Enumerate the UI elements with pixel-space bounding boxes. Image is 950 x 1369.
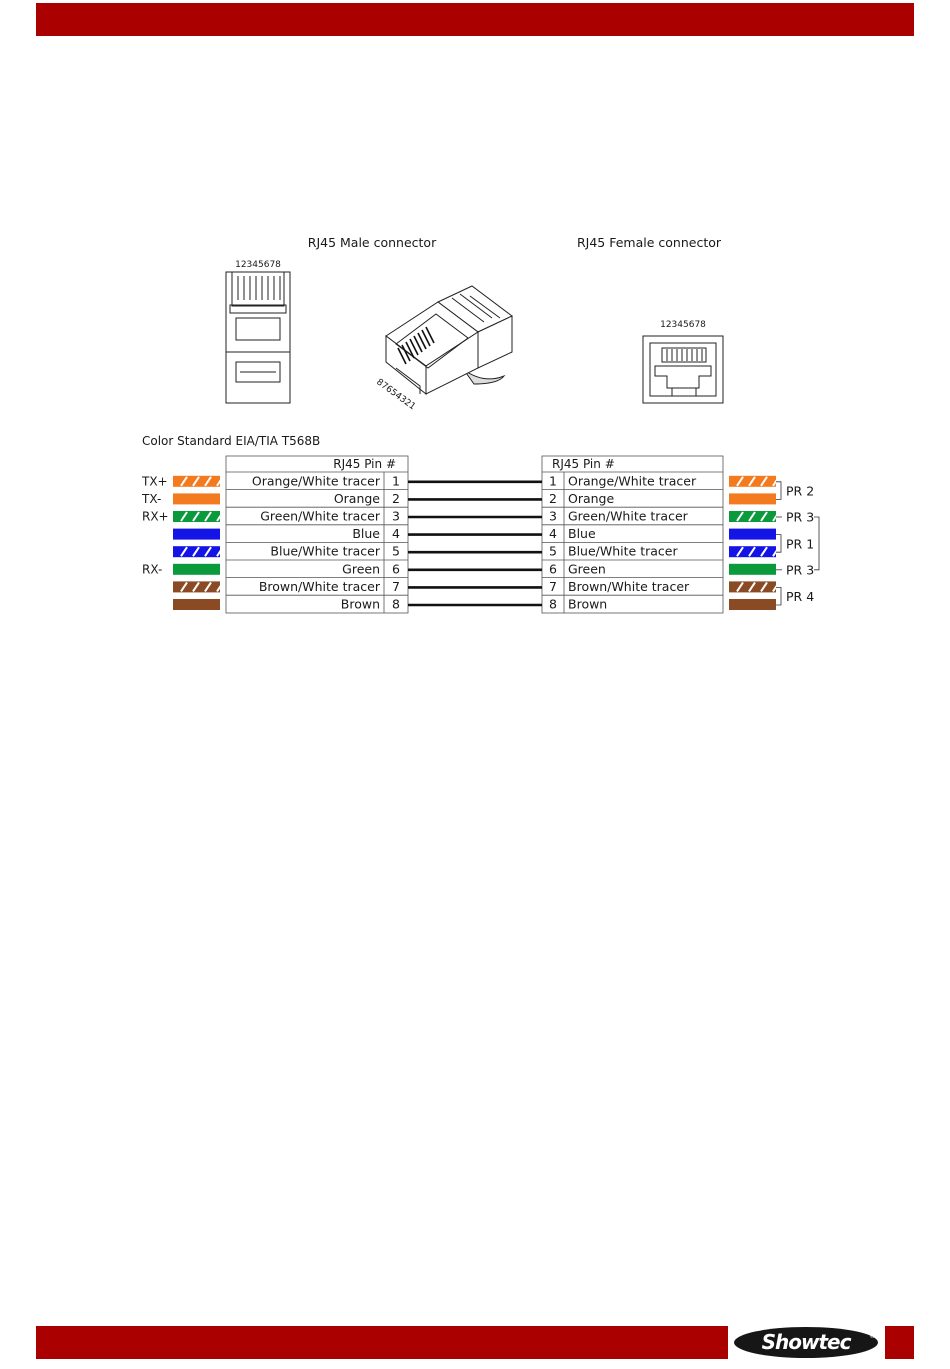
left-swatch-pin-6: [173, 563, 220, 575]
left-swatch-pin-4: [173, 528, 220, 540]
right-wire-label: Brown: [568, 597, 607, 612]
male-connector-front-view: 12345678: [225, 260, 291, 404]
bracket-pr1: [776, 534, 782, 553]
left-pin-number: 1: [392, 473, 400, 488]
left-swatch-pin-1: [173, 475, 224, 487]
left-pin-number: 2: [392, 491, 400, 506]
signal-label: TX-: [141, 492, 161, 506]
right-swatch-pin-6: [729, 563, 776, 575]
showtec-logo: Showtec ®: [728, 1322, 885, 1363]
left-pin-number: 4: [392, 526, 400, 541]
right-pin-number: 7: [549, 579, 557, 594]
female-connector-title: RJ45 Female connector: [577, 235, 722, 250]
right-swatch-pin-2: [729, 493, 776, 505]
right-row-lines: [542, 471, 723, 596]
left-wire-label: Brown/White tracer: [259, 579, 381, 594]
right-pin-number: 1: [549, 473, 557, 488]
left-swatch-pin-2: [173, 493, 220, 505]
right-pin-number: 4: [549, 526, 557, 541]
left-wire-label: Green/White tracer: [260, 509, 381, 524]
female-connector-view: 12345678: [642, 320, 724, 404]
wires: [408, 480, 542, 607]
right-pin-number: 8: [549, 597, 557, 612]
right-swatch-pin-1: [729, 475, 780, 487]
left-color-swatches: [173, 475, 224, 610]
right-wire-label: Green/White tracer: [568, 509, 689, 524]
left-swatch-pin-7: [173, 581, 224, 593]
right-table-header: RJ45 Pin #: [552, 457, 615, 471]
logo-registered-mark: ®: [869, 1332, 876, 1340]
left-wire-label: Brown: [341, 597, 380, 612]
male-pin-numbers-rotated: 87654321: [374, 377, 417, 412]
right-wire-label: Orange/White tracer: [568, 473, 697, 488]
signal-label: RX-: [142, 562, 162, 576]
right-wire-label: Blue/White tracer: [568, 544, 678, 559]
pair-label: PR 2: [786, 484, 814, 499]
right-swatch-pin-8: [729, 599, 776, 610]
left-swatch-pin-3: [173, 511, 224, 522]
pair-label: PR 4: [786, 589, 814, 604]
right-row-labels: 1 Orange/White tracer 2 Orange 3 Green/White …: [549, 473, 697, 611]
left-wire-label: Green: [342, 561, 380, 576]
female-pin-numbers: 12345678: [660, 320, 706, 330]
left-wire-label: Blue/White tracer: [270, 544, 380, 559]
right-wire-label: Brown/White tracer: [568, 579, 690, 594]
bracket-pr2: [776, 481, 782, 500]
left-pin-number: 7: [392, 579, 400, 594]
signal-label: RX+: [142, 510, 169, 524]
right-wire-label: Blue: [568, 526, 596, 541]
male-connector-3d-view: 87654321: [374, 285, 513, 412]
left-swatch-pin-8: [173, 599, 220, 610]
left-pin-number: 6: [392, 561, 400, 576]
right-swatch-pin-7: [729, 581, 780, 593]
left-swatch-pin-5: [173, 546, 224, 558]
header-bar: [36, 3, 914, 36]
logo-oval: Showtec ®: [734, 1327, 878, 1358]
right-pin-number: 3: [549, 509, 557, 524]
left-wire-label: Blue: [352, 526, 380, 541]
signal-label: TX+: [141, 474, 168, 488]
pair-label: PR 3: [786, 510, 814, 525]
right-swatch-pin-4: [729, 528, 776, 540]
left-pin-number: 3: [392, 509, 400, 524]
right-color-swatches: [729, 475, 780, 610]
pair-label: PR 3: [786, 562, 814, 577]
left-pin-number: 5: [392, 544, 400, 559]
right-pin-number: 6: [549, 561, 557, 576]
left-row-lines: [226, 471, 408, 596]
left-wire-label: Orange: [334, 491, 380, 506]
right-wire-label: Green: [568, 561, 606, 576]
male-connector-title: RJ45 Male connector: [308, 235, 437, 250]
pair-brackets: PR 2 PR 3 PR 3 PR 1 PR 4: [776, 481, 820, 606]
left-wire-label: Orange/White tracer: [252, 473, 381, 488]
bracket-pr4: [776, 587, 782, 606]
right-wire-label: Orange: [568, 491, 614, 506]
right-pin-number: 2: [549, 491, 557, 506]
pair-label: PR 1: [786, 536, 814, 551]
left-pin-number: 8: [392, 597, 400, 612]
bracket-pr3: [814, 516, 820, 571]
left-table-header: RJ45 Pin #: [333, 457, 396, 471]
signal-labels: TX+ TX- RX+ RX-: [141, 474, 169, 576]
male-pin-numbers: 12345678: [235, 260, 281, 270]
logo-text: Showtec: [761, 1330, 852, 1354]
right-pin-number: 5: [549, 544, 557, 559]
right-swatch-pin-3: [729, 511, 780, 522]
color-standard-caption: Color Standard EIA/TIA T568B: [142, 434, 320, 448]
right-swatch-pin-5: [729, 546, 780, 558]
